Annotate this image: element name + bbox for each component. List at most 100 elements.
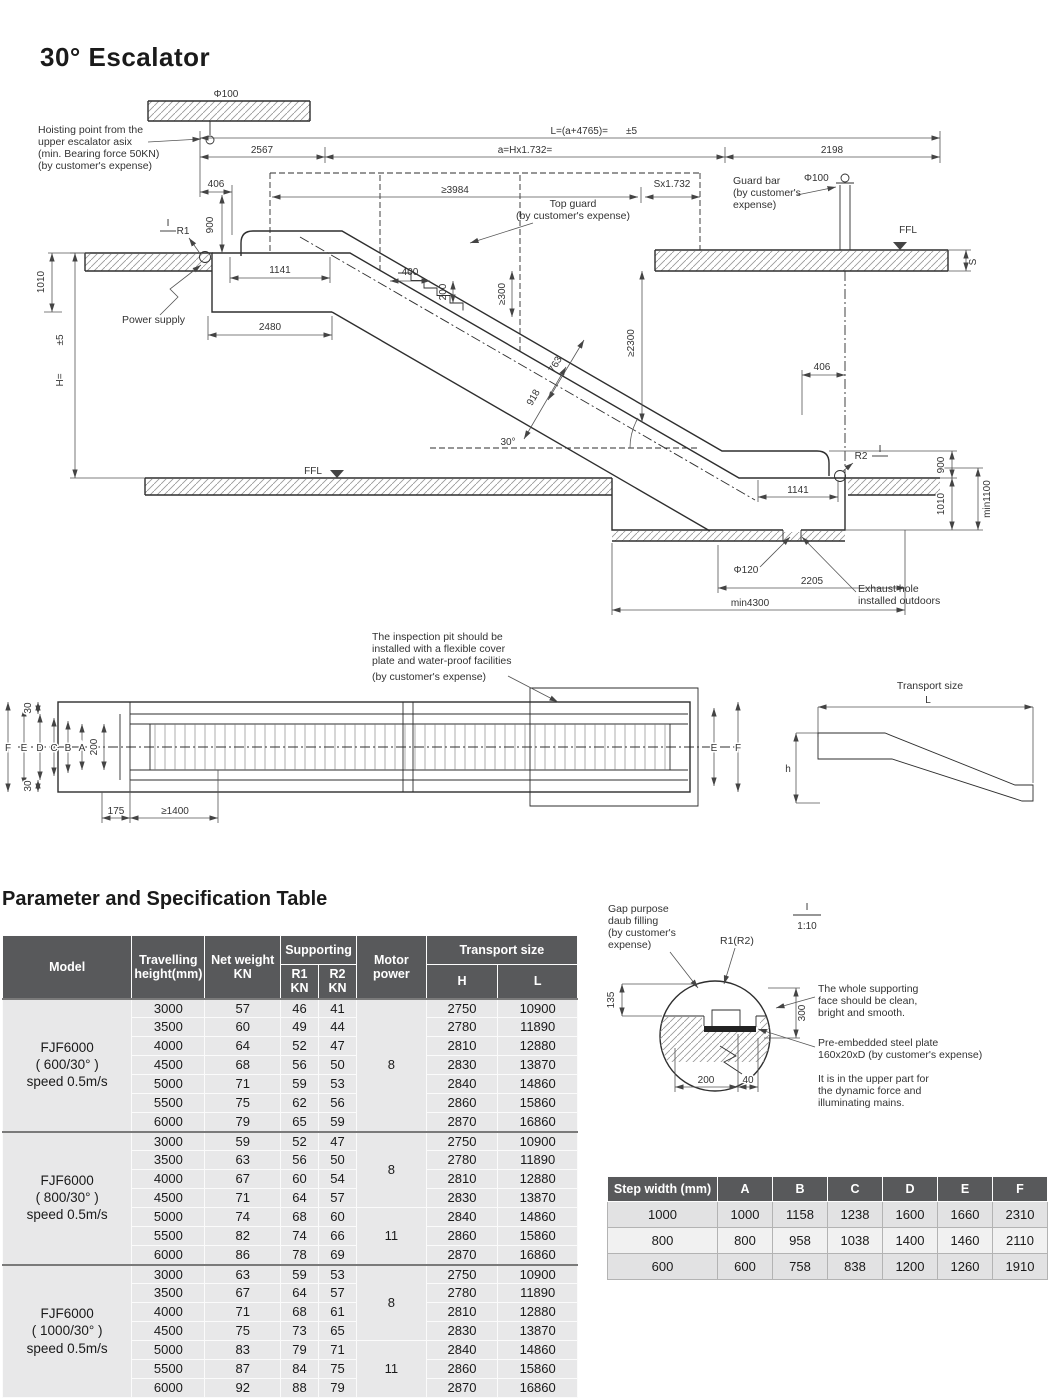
dim-900-left: 900 bbox=[205, 216, 216, 233]
transport-drawing: Transport size L h bbox=[785, 680, 1034, 804]
cell-transport-l: 14860 bbox=[497, 1340, 578, 1361]
cell-transport-h: 2750 bbox=[425, 997, 499, 1019]
path bbox=[469, 222, 534, 244]
dim-1141-bottom: 1141 bbox=[787, 485, 809, 496]
path bbox=[796, 186, 837, 196]
page-title: 30° Escalator bbox=[40, 42, 211, 72]
plan-letter: D bbox=[36, 743, 43, 754]
cell-net-weight: 86 bbox=[204, 1245, 282, 1266]
path bbox=[44, 252, 85, 313]
model-line: ( 800/30° ) bbox=[35, 1190, 99, 1206]
hoisting-point bbox=[205, 135, 215, 145]
path bbox=[829, 450, 983, 531]
step-value-cell: 1660 bbox=[937, 1201, 993, 1228]
rect bbox=[85, 254, 212, 271]
step-value-cell: 1238 bbox=[827, 1201, 883, 1228]
cell-transport-l: 11890 bbox=[497, 1150, 578, 1171]
cell-r2: 41 bbox=[318, 997, 357, 1019]
path bbox=[70, 252, 145, 479]
cell-transport-l: 12880 bbox=[497, 1302, 578, 1323]
path bbox=[654, 249, 949, 272]
cell-transport-l: 12880 bbox=[497, 1169, 578, 1190]
step-value-cell: 1910 bbox=[992, 1253, 1048, 1280]
dim-s: S bbox=[968, 258, 979, 265]
dim-763: 763 bbox=[547, 354, 565, 374]
col-r1: R1 KN bbox=[280, 963, 320, 1000]
elevation-dimensions bbox=[44, 131, 983, 615]
cell-r1: 49 bbox=[280, 1017, 320, 1038]
cell-net-weight: 63 bbox=[204, 1150, 282, 1171]
path bbox=[660, 1015, 770, 1026]
cell-r1: 60 bbox=[280, 1169, 320, 1190]
col-letter-B: B bbox=[772, 1176, 828, 1202]
cell-r2: 57 bbox=[318, 1283, 357, 1304]
cell-r1: 73 bbox=[280, 1321, 320, 1342]
cell-net-weight: 64 bbox=[204, 1036, 282, 1057]
note-upper-line: It is in the upper part for bbox=[818, 1073, 929, 1085]
dim-ge2300: ≥2300 bbox=[626, 329, 637, 357]
cell-transport-h: 2830 bbox=[425, 1188, 499, 1209]
path bbox=[299, 236, 756, 501]
label-r1: R1 bbox=[177, 226, 190, 237]
cell-travelling-height: 4500 bbox=[131, 1055, 206, 1076]
cell-transport-h: 2750 bbox=[425, 1130, 499, 1152]
step-value-cell: 2310 bbox=[992, 1201, 1048, 1228]
path bbox=[948, 249, 971, 272]
note-guard-bar-line: Guard bar bbox=[733, 175, 781, 187]
note-plate-line: Pre-embedded steel plate bbox=[818, 1037, 938, 1049]
cell-travelling-height: 5500 bbox=[131, 1093, 206, 1114]
path bbox=[801, 536, 857, 593]
step-value-cell: 758 bbox=[772, 1253, 828, 1280]
cell-r1: 56 bbox=[280, 1150, 320, 1171]
cell-transport-h: 2810 bbox=[425, 1169, 499, 1190]
note-top-guard-line: (by customer's expense) bbox=[516, 210, 630, 222]
step-value-cell: 958 bbox=[772, 1227, 828, 1254]
dim-min1100: min1100 bbox=[982, 480, 993, 518]
support-r2 bbox=[834, 470, 846, 482]
steel-plate bbox=[704, 1026, 756, 1032]
dim-plan-30-top: 30 bbox=[23, 702, 34, 714]
plan-drawing: F E D C B A E F 200 30 30 175 ≥1400 The … bbox=[3, 631, 743, 823]
model-line: speed 0.5m/s bbox=[26, 1074, 108, 1090]
path bbox=[796, 732, 820, 804]
dim-40: 40 bbox=[742, 1075, 754, 1086]
cell-motor-power: 8 bbox=[355, 997, 427, 1133]
spec-table: Model Travelling height(mm) Net weight K… bbox=[1, 934, 579, 1398]
cell-r2: 50 bbox=[318, 1150, 357, 1171]
cell-transport-l: 16860 bbox=[497, 1245, 578, 1266]
rect bbox=[148, 101, 310, 121]
detail-section-i: I bbox=[806, 902, 809, 913]
note-face-line: The whole supporting bbox=[818, 983, 919, 995]
cell-r1: 68 bbox=[280, 1302, 320, 1323]
dim-900-right: 900 bbox=[936, 456, 947, 473]
dim-phi100-top: Φ100 bbox=[214, 89, 239, 100]
dim-l-formula: L=(a+4765)= bbox=[550, 126, 608, 137]
path bbox=[147, 100, 311, 122]
step-value-cell: 1038 bbox=[827, 1227, 883, 1254]
cell-transport-h: 2840 bbox=[425, 1207, 499, 1228]
cell-r2: 65 bbox=[318, 1321, 357, 1342]
cell-transport-h: 2810 bbox=[425, 1302, 499, 1323]
plan-letter: C bbox=[50, 743, 57, 754]
note-exhaust-line: installed outdoors bbox=[858, 595, 940, 607]
cell-motor-power: 8 bbox=[355, 1263, 427, 1342]
path bbox=[711, 1009, 741, 1026]
label-r2: R2 bbox=[855, 451, 868, 462]
label-ffl-right: FFL bbox=[899, 225, 917, 236]
path bbox=[817, 707, 1034, 783]
cell-transport-l: 13870 bbox=[497, 1055, 578, 1076]
path bbox=[611, 478, 846, 531]
cell-r1: 64 bbox=[280, 1283, 320, 1304]
dim-phi100-right: Φ100 bbox=[804, 173, 829, 184]
dim-plan-30-bottom: 30 bbox=[23, 780, 34, 792]
dim-min4300: min4300 bbox=[731, 598, 770, 609]
dim-plan-ge1400: ≥1400 bbox=[161, 806, 189, 817]
cell-transport-h: 2860 bbox=[425, 1359, 499, 1380]
dim-200: 200 bbox=[438, 283, 449, 300]
note-hoisting-line: (min. Bearing force 50KN) bbox=[38, 148, 159, 160]
cell-r1: 65 bbox=[280, 1112, 320, 1133]
step-value-cell: 1000 bbox=[717, 1201, 773, 1228]
